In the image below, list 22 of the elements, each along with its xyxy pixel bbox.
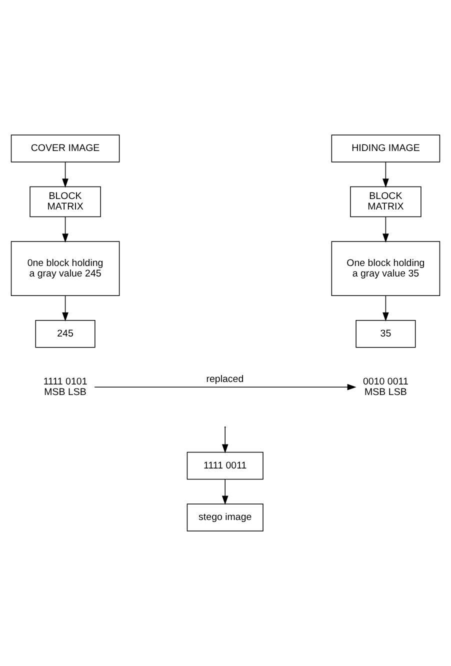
- arrow: [62, 162, 68, 188]
- node-box: HIDING IMAGE: [331, 134, 440, 162]
- node-text: 0010 0011 MSB LSB: [363, 376, 408, 398]
- arrow: [222, 479, 228, 505]
- edge-label: replaced: [206, 374, 244, 386]
- arrow: [222, 427, 228, 454]
- node-box: 1111 0011: [186, 452, 264, 480]
- arrow: [382, 295, 389, 322]
- node-text: 1111 0101 MSB LSB: [43, 376, 88, 398]
- node-box: 35: [356, 320, 416, 348]
- arrow: [382, 162, 389, 188]
- node-box: COVER IMAGE: [10, 134, 120, 162]
- node-box: stego image: [186, 504, 264, 532]
- node-box: 245: [35, 320, 96, 348]
- arrow: [382, 216, 389, 243]
- node-box: 0ne block holding a gray value 245: [10, 241, 120, 296]
- arrow: [62, 216, 68, 243]
- node-box: One block holding a gray value 35: [331, 241, 440, 296]
- node-box: BLOCK MATRIX: [30, 186, 101, 218]
- arrow: [62, 295, 68, 322]
- arrow: [94, 384, 356, 390]
- node-box: BLOCK MATRIX: [350, 186, 422, 218]
